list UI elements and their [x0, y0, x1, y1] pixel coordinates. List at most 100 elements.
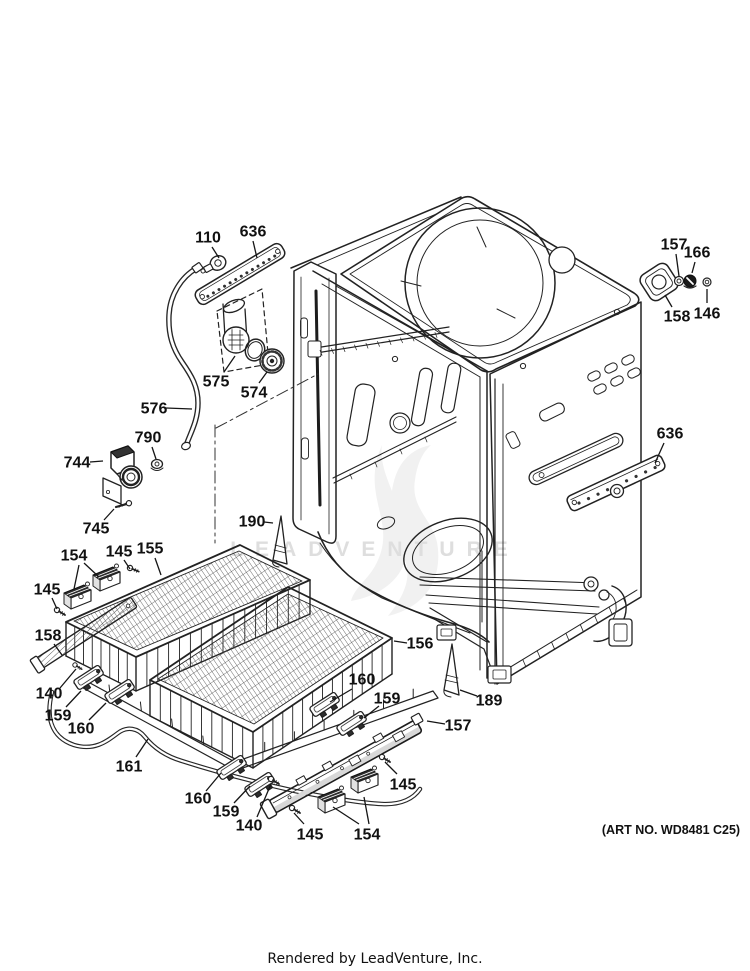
callout-166: 166	[684, 245, 711, 262]
leader-636	[654, 442, 665, 464]
callout-145: 145	[34, 582, 61, 599]
assembly-axis-line	[214, 373, 319, 544]
callout-161: 161	[116, 759, 143, 776]
screw-145	[126, 563, 140, 575]
callout-158: 158	[35, 628, 62, 645]
callout-160: 160	[185, 791, 212, 808]
vent-cap-574	[259, 348, 285, 374]
splash-shield-154	[92, 563, 121, 592]
callout-189: 189	[476, 693, 503, 710]
callout-745: 745	[83, 521, 110, 538]
callout-145: 145	[106, 544, 133, 561]
tub-interior	[307, 326, 493, 643]
footer-credit: Rendered by LeadVenture, Inc.	[267, 951, 483, 967]
washer-157	[673, 275, 685, 287]
screw-145	[53, 606, 66, 617]
roller-latch-160	[308, 690, 344, 722]
leader-745	[103, 508, 115, 521]
drain-tube-161	[47, 689, 423, 807]
leader-575	[223, 355, 236, 373]
callout-159: 159	[213, 804, 240, 821]
tub-left-panel	[292, 261, 337, 544]
callout-575: 575	[203, 374, 230, 391]
top-fill-hole	[548, 246, 576, 274]
slide-rail-158	[29, 597, 138, 674]
leader-154	[363, 796, 370, 825]
callout-159: 159	[374, 691, 401, 708]
callout-156: 156	[407, 636, 434, 653]
leader-190	[263, 521, 274, 524]
callout-744: 744	[64, 455, 91, 472]
splash-shield-154	[317, 785, 346, 814]
leader-159	[65, 690, 82, 708]
leader-157	[426, 720, 446, 725]
leader-744	[89, 460, 104, 463]
watermark-text: LEADVENTURE	[230, 538, 520, 561]
callout-576: 576	[141, 401, 168, 418]
callout-140: 140	[36, 686, 63, 703]
callout-574: 574	[241, 385, 268, 402]
splash-shield-154	[350, 765, 379, 794]
leader-145	[293, 812, 305, 825]
leader-140	[59, 668, 77, 689]
leader-159	[363, 705, 380, 719]
nut-146	[702, 277, 712, 287]
leader-157	[675, 253, 680, 277]
splash-shield-154	[63, 581, 92, 610]
side-handle-slot	[528, 432, 624, 486]
leader-145	[384, 761, 398, 775]
callout-157: 157	[661, 237, 688, 254]
leader-155	[154, 557, 162, 576]
callout-145: 145	[390, 777, 417, 794]
tub-front-frame	[312, 270, 504, 685]
door-seal-strip	[314, 289, 322, 507]
leader-160	[329, 688, 353, 703]
logo-watermark-flame	[351, 445, 439, 616]
leader-160	[205, 772, 222, 792]
callout-140: 140	[236, 818, 263, 835]
callout-110: 110	[195, 230, 221, 247]
screw-145	[288, 804, 301, 815]
leader-161	[135, 738, 149, 758]
screw-745	[114, 500, 133, 509]
callout-154: 154	[354, 827, 381, 844]
callout-636: 636	[240, 224, 267, 241]
access-panel-bar-right-636	[566, 454, 666, 512]
leader-145	[123, 559, 131, 570]
lower-rack-156	[149, 586, 393, 769]
inlet-fitting-110	[200, 255, 227, 274]
leader-154	[73, 564, 80, 590]
leader-158	[664, 294, 673, 308]
callout-160: 160	[349, 672, 376, 689]
callout-190: 190	[239, 514, 266, 531]
art-number: (ART NO. WD8481 C25)	[601, 823, 741, 837]
leader-154	[83, 562, 100, 578]
leader-574	[258, 371, 268, 384]
leader-145	[51, 597, 58, 610]
hinge-plate-158	[639, 262, 679, 302]
bar-grommet	[609, 483, 625, 499]
water-valve-744	[102, 445, 143, 505]
leader-166	[691, 261, 696, 274]
callout-145: 145	[297, 827, 324, 844]
wedge-shim-189	[443, 643, 460, 698]
leader-790	[151, 446, 157, 460]
fill-hose-576	[166, 262, 204, 451]
leader-189	[459, 689, 478, 697]
callout-157: 157	[445, 718, 472, 735]
tub-base-frame	[419, 550, 633, 685]
callout-146: 146	[694, 306, 721, 323]
leader-158	[53, 643, 63, 656]
callout-155: 155	[137, 541, 164, 558]
screw-145	[378, 753, 391, 764]
upper-rack-155	[65, 544, 311, 692]
lower-rail-157	[259, 712, 424, 820]
access-panel-bar-top-636	[194, 242, 286, 306]
tub-right-face	[489, 301, 642, 685]
grommet-790	[150, 458, 164, 471]
tub-top-face	[340, 195, 640, 373]
callout-159: 159	[45, 708, 72, 725]
